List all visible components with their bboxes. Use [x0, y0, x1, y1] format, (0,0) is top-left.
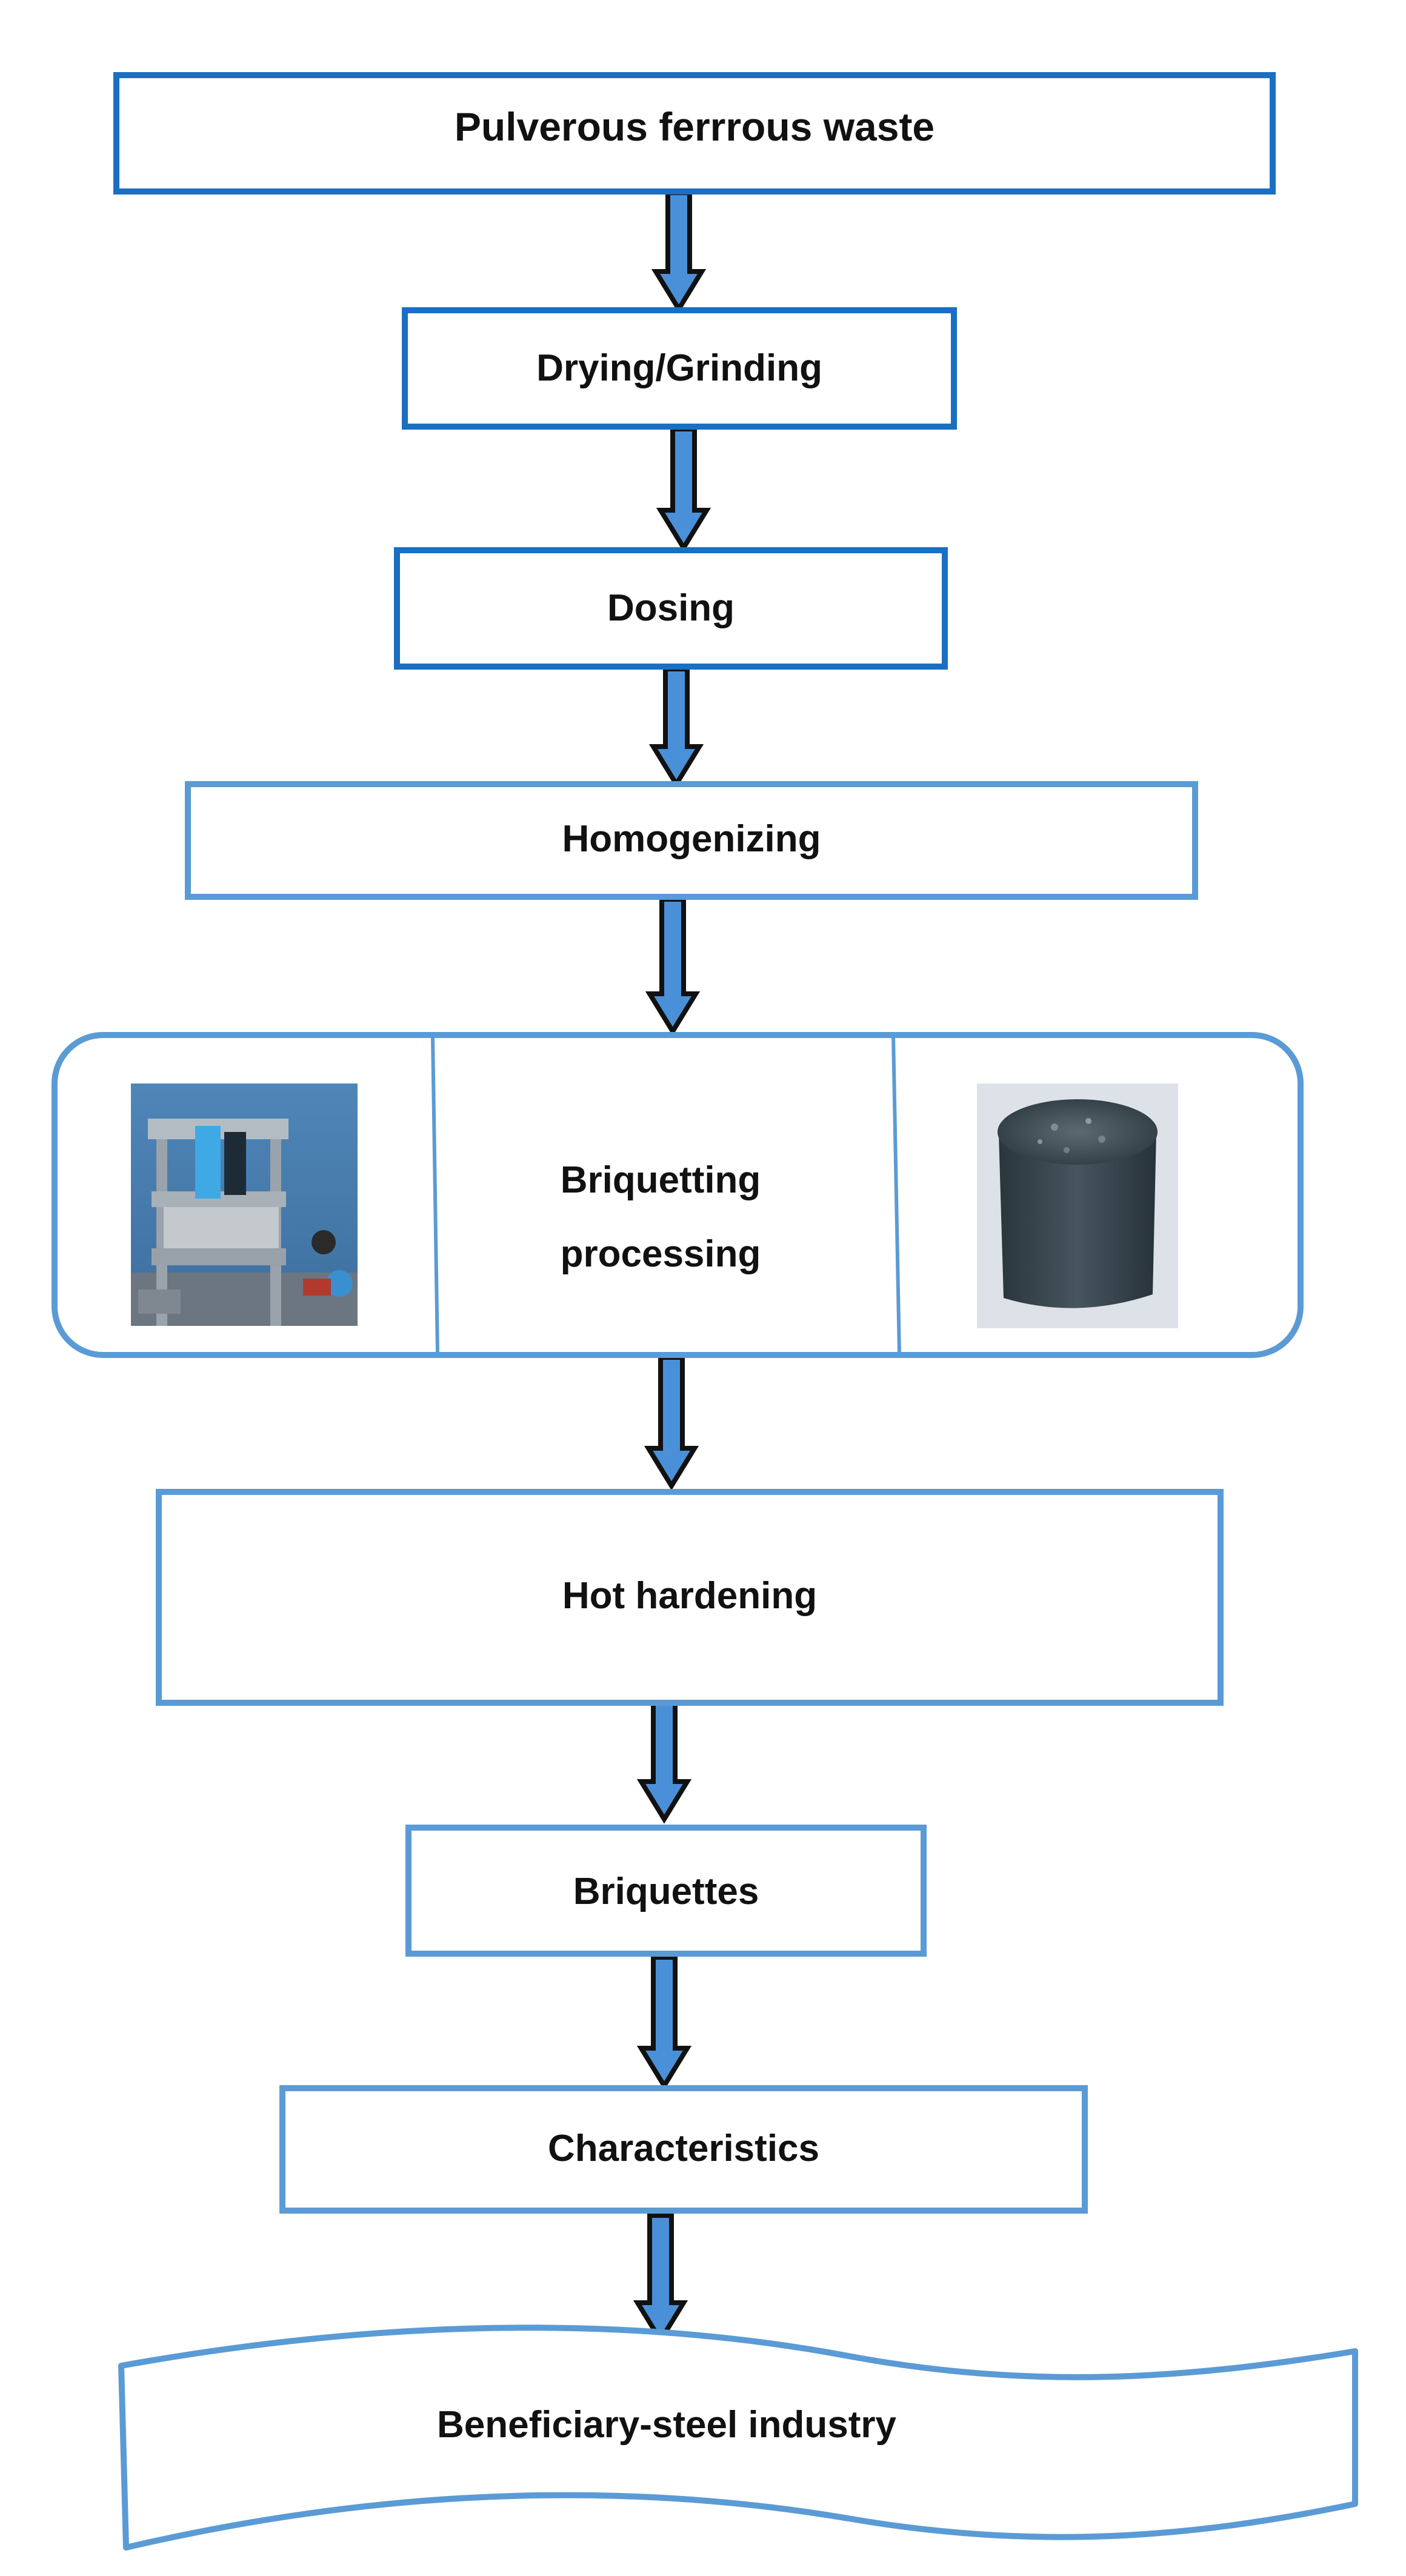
- briquette-sample-image: [977, 1083, 1178, 1328]
- arrow-homogenizing-to-briquetting: [645, 897, 701, 1036]
- step-drying-label: Drying/Grinding: [536, 347, 822, 389]
- step-hot-hardening-label: Hot hardening: [562, 1575, 817, 1617]
- step-beneficiary-steel-industry: Beneficiary-steel industry: [118, 2325, 1358, 2551]
- arrow-characteristics-to-beneficiary: [633, 2213, 688, 2345]
- arrow-briquettes-to-characteristics: [636, 1955, 692, 2091]
- step-pulverous-ferrous-waste: Pulverous ferrrous waste: [113, 72, 1276, 195]
- step-hot-hardening: Hot hardening: [156, 1489, 1224, 1706]
- panel-divider-right: [891, 1036, 901, 1354]
- step-briquettes: Briquettes: [405, 1825, 927, 1957]
- step-homogenizing: Homogenizing: [185, 781, 1198, 900]
- arrow-drying-to-dosing: [656, 427, 711, 553]
- arrow-hot-hardening-to-briquettes: [636, 1700, 692, 1824]
- arrow-pulverous-to-drying: [651, 190, 707, 314]
- step-briquetting-label-line1: Briquetting: [561, 1159, 761, 1201]
- step-dosing-label: Dosing: [607, 587, 735, 629]
- step-drying-grinding: Drying/Grinding: [402, 307, 957, 430]
- step-briquettes-label: Briquettes: [573, 1871, 759, 1912]
- step-homogenizing-label: Homogenizing: [562, 818, 821, 860]
- step-characteristics-label: Characteristics: [548, 2128, 819, 2169]
- step-dosing: Dosing: [394, 547, 948, 670]
- step-briquetting-label-line2: processing: [561, 1233, 761, 1275]
- step-beneficiary-label: Beneficiary-steel industry: [437, 2404, 897, 2446]
- step-characteristics: Characteristics: [279, 2085, 1088, 2214]
- step-briquetting-processing: Briquetting processing: [52, 1032, 1304, 1358]
- step-pulverous-label: Pulverous ferrrous waste: [455, 104, 935, 149]
- arrow-briquetting-to-hot-hardening: [644, 1355, 699, 1491]
- arrow-dosing-to-homogenizing: [648, 667, 704, 789]
- panel-divider-left: [431, 1036, 439, 1354]
- briquetting-press-image: [131, 1083, 358, 1326]
